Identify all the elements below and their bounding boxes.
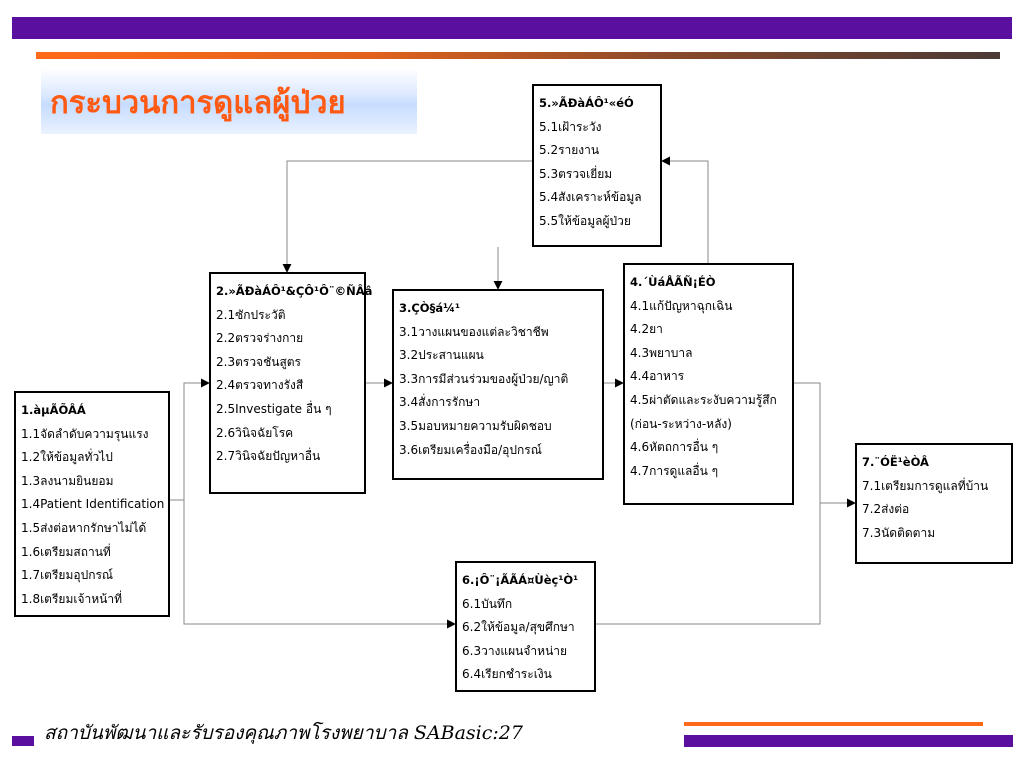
step-1-item: 1.2ให้ข้อมูลทั่วไป	[21, 450, 113, 465]
step-4-title: 4.´ÙáÅÃÑ¡ÉÒ	[630, 275, 716, 289]
step-5-item: 5.4สังเคราะห์ข้อมูล	[539, 190, 642, 205]
step-7-item: 7.3นัดติดตาม	[862, 525, 936, 540]
step-2-item: 2.6วินิจฉัยโรค	[216, 425, 294, 440]
step-4-item: 4.7การดูแลอื่น ๆ	[630, 463, 719, 478]
footer-institution: สถาบันพัฒนาและรับรองคุณภาพโรงพยาบาล SABa…	[44, 722, 523, 744]
step-1-item: 1.1จัดลำดับความรุนแรง	[21, 426, 149, 441]
step-2-item: 2.3ตรวจชันสูตร	[216, 354, 302, 369]
step-4-item: 4.3พยาบาล	[630, 345, 693, 360]
step-2-item: 2.4ตรวจทางรังสี	[216, 378, 304, 393]
step-6-box: 6.¡Ô¨¡ÃÃÁ¤Ùèç¹Ò¹ 6.1บันทึก 6.2ให้ข้อมูล/…	[455, 561, 596, 692]
step-1-item: 1.3ลงนามยินยอม	[21, 473, 114, 488]
edge-n5-n2	[282, 160, 532, 273]
step-5-title: 5.»ÃÐàÁÔ¹«éÓ	[539, 96, 634, 110]
step-2-box: 2.»ÃÐàÁÔ¹&ÇÔ¹Ô¨©ÑÂâ 2.1ซักประวัติ 2.2ตรว…	[209, 272, 373, 494]
step-2-item: 2.7วินิจฉัยปัญหาอื่น	[216, 449, 321, 464]
step-3-item: 3.3การมีส่วนร่วมของผู้ป่วย/ญาติ	[399, 371, 569, 386]
step-3-item: 3.1วางแผนของแต่ละวิชาชีพ	[399, 324, 549, 339]
step-4-item: 4.5ผ่าตัดและระงับความรู้สึก	[630, 392, 777, 407]
step-3-item: 3.5มอบหมายความรับผิดชอบ	[399, 418, 552, 433]
step-1-item: 1.6เตรียมสถานที่	[21, 544, 111, 559]
step-7-item: 7.1เตรียมการดูแลที่บ้าน	[862, 478, 989, 493]
step-2-item: 2.1ซักประวัติ	[216, 307, 286, 322]
step-5-item: 5.3ตรวจเยี่ยม	[539, 166, 613, 181]
step-3-item: 3.6เตรียมเครื่องมือ/อุปกรณ์	[399, 442, 542, 457]
edge-n1-n2	[170, 378, 210, 501]
step-3-title: 3.ÇÒ§á¼¹	[399, 301, 461, 315]
bottom-right-purple-band	[684, 735, 1013, 747]
step-4-item: (ก่อน-ระหว่าง-หลัง)	[630, 416, 732, 431]
step-4-item: 4.6หัตถการอื่น ๆ	[630, 440, 719, 455]
title-background	[41, 68, 417, 134]
step-4-item: 4.1แก้ปัญหาฉุกเฉิน	[630, 298, 733, 313]
edge-n1-n6	[183, 500, 456, 629]
step-1-item: 1.8เตรียมเจ้าหน้าที่	[21, 591, 122, 606]
slide-title: กระบวนการดูแลผู้ป่วย	[50, 85, 346, 121]
step-1-box: 1.àµÃÕÂÁ 1.1จัดลำดับความรุนแรง 1.2ให้ข้อ…	[14, 391, 170, 617]
step-3-item: 3.4สั่งการรักษา	[399, 395, 481, 410]
edge-n4-n7	[794, 382, 856, 508]
step-1-title: 1.àµÃÕÂÁ	[21, 403, 86, 417]
step-2-item: 2.2ตรวจร่างกาย	[216, 331, 304, 346]
step-3-item: 3.2ประสานแผน	[399, 348, 484, 363]
bottom-right-orange-line	[684, 722, 983, 726]
step-5-item: 5.1เฝ้าระวัง	[539, 119, 602, 134]
step-5-item: 5.5ให้ข้อมูลผู้ป่วย	[539, 213, 631, 228]
step-5-box: 5.»ÃÐàÁÔ¹«éÓ 5.1เฝ้าระวัง 5.2รายงาน 5.3ต…	[532, 84, 662, 247]
step-7-item: 7.2ส่งต่อ	[862, 502, 910, 517]
bottom-left-purple-square	[12, 736, 34, 746]
step-6-item: 6.2ให้ข้อมูล/สุขศึกษา	[462, 620, 575, 635]
step-1-item: 1.5ส่งต่อหากรักษาไม่ได้	[21, 520, 147, 535]
step-6-item: 6.4เรียกชำระเงิน	[462, 667, 552, 682]
top-orange-line	[36, 52, 1000, 59]
step-4-item: 4.4อาหาร	[630, 369, 685, 384]
edge-n4-n5	[661, 156, 709, 263]
step-2-title: 2.»ÃÐàÁÔ¹&ÇÔ¹Ô¨©ÑÂâ	[216, 284, 373, 298]
step-1-item: 1.4Patient Identification	[21, 497, 165, 512]
step-6-item: 6.1บันทึก	[462, 596, 513, 611]
step-6-title: 6.¡Ô¨¡ÃÃÁ¤Ùèç¹Ò¹	[462, 573, 579, 587]
step-4-item: 4.2ยา	[630, 322, 663, 337]
top-purple-band	[12, 17, 1012, 39]
step-7-title: 7.¨ÓË¹èÒÂ	[862, 455, 929, 469]
step-3-box: 3.ÇÒ§á¼¹ 3.1วางแผนของแต่ละวิชาชีพ 3.2ประ…	[392, 289, 604, 480]
step-1-item: 1.7เตรียมอุปกรณ์	[21, 568, 114, 583]
step-4-box: 4.´ÙáÅÃÑ¡ÉÒ 4.1แก้ปัญหาฉุกเฉิน 4.2ยา 4.3…	[623, 263, 794, 505]
step-6-item: 6.3วางแผนจำหน่าย	[462, 643, 568, 658]
step-7-box: 7.¨ÓË¹èÒÂ 7.1เตรียมการดูแลที่บ้าน 7.2ส่ง…	[855, 443, 1013, 564]
edge-n6-n7	[596, 503, 821, 625]
step-5-item: 5.2รายงาน	[539, 143, 600, 158]
step-2-item: 2.5Investigate อื่น ๆ	[216, 401, 332, 416]
